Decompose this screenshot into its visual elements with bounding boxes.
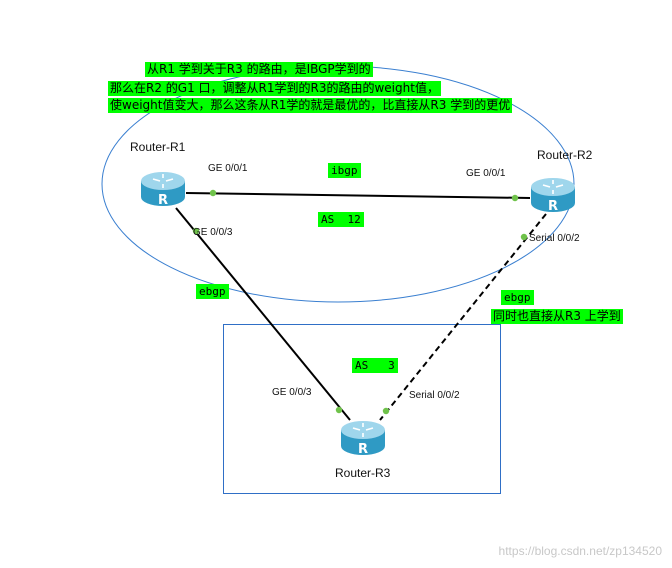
router-icon: R (531, 178, 575, 214)
port-r2-ge001 (511, 194, 519, 202)
note-line-3: 使weight值变大，那么这条从R1学的就是最优的，比直接从R3 学到的更优 (108, 98, 513, 113)
iface-r3-ge003: GE 0/0/3 (272, 387, 312, 398)
port-r2-serial (520, 233, 528, 241)
ebgp-right-tag: ebgp (501, 290, 534, 305)
svg-text:R: R (158, 193, 168, 208)
iface-r1-ge003: GE 0/0/3 (193, 227, 233, 238)
router-r3-label: Router-R3 (335, 466, 391, 480)
router-r1-label: Router-R1 (130, 140, 186, 154)
router-icon: R (341, 421, 385, 457)
iface-r3-serial: Serial 0/0/2 (409, 390, 460, 401)
as3-boundary-box (223, 324, 501, 494)
ebgp-left-tag: ebgp (196, 284, 229, 299)
router-r2-label: Router-R2 (537, 148, 593, 162)
router-r3[interactable]: R (338, 416, 388, 460)
as12-tag: AS 12 (318, 212, 364, 227)
svg-text:R: R (358, 442, 368, 457)
port-r3-ge003 (335, 406, 343, 414)
note-line-2: 那么在R2 的G1 口，调整从R1学到的R3的路由的weight值， (108, 81, 441, 96)
port-r1-ge001 (209, 189, 217, 197)
link-r1-r2-ibgp[interactable] (185, 192, 531, 199)
iface-r2-serial: Serial 0/0/2 (529, 233, 580, 244)
iface-r1-ge001: GE 0/0/1 (208, 163, 248, 174)
note-line-1: 从R1 学到关于R3 的路由，是IBGP学到的 (145, 62, 373, 77)
note-also-direct: 同时也直接从R3 上学到 (491, 309, 623, 324)
port-r1-ge003 (192, 227, 200, 235)
router-r1[interactable]: R (138, 167, 188, 211)
router-r2[interactable]: R (528, 173, 578, 217)
iface-r2-ge001: GE 0/0/1 (466, 168, 506, 179)
svg-text:R: R (548, 199, 558, 214)
as3-tag: AS 3 (352, 358, 398, 373)
link-r1-r3-ebgp[interactable] (175, 207, 351, 421)
router-icon: R (141, 172, 185, 208)
port-r3-serial (382, 407, 390, 415)
watermark-text: https://blog.csdn.net/zp134520 (498, 544, 662, 558)
ibgp-tag: ibgp (328, 163, 361, 178)
link-r2-r3-ebgp[interactable] (379, 213, 547, 421)
